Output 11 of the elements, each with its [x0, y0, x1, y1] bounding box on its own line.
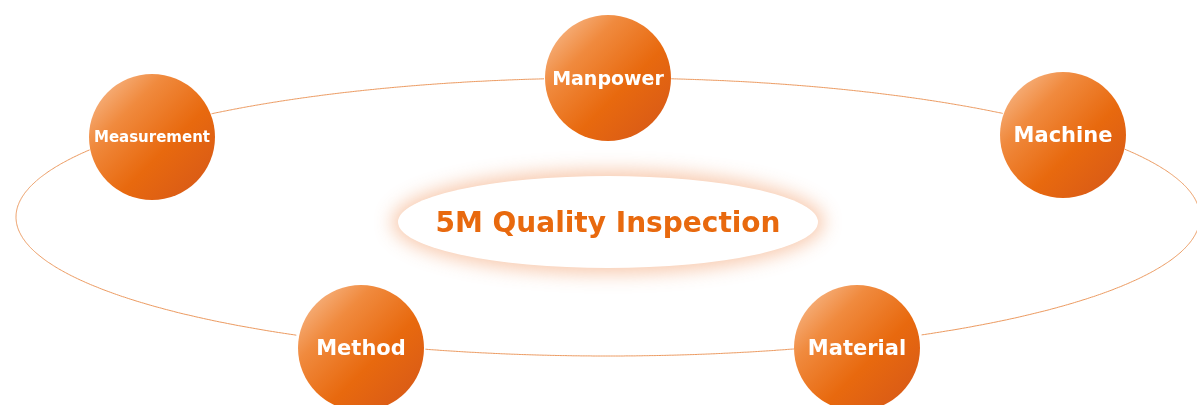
- node-label: Method: [316, 336, 406, 360]
- orbit-connector: [921, 148, 1197, 336]
- node-label: Machine: [1013, 123, 1113, 147]
- orbit-connector: [670, 78, 1004, 114]
- title-text: 5M Quality Inspection: [435, 205, 781, 239]
- orbit-connector: [211, 78, 545, 115]
- title-ellipse: [398, 176, 818, 268]
- orbit-connector: [424, 348, 795, 357]
- node-label: Measurement: [93, 128, 211, 146]
- node-label: Manpower: [552, 67, 664, 89]
- node-label: Material: [807, 336, 907, 360]
